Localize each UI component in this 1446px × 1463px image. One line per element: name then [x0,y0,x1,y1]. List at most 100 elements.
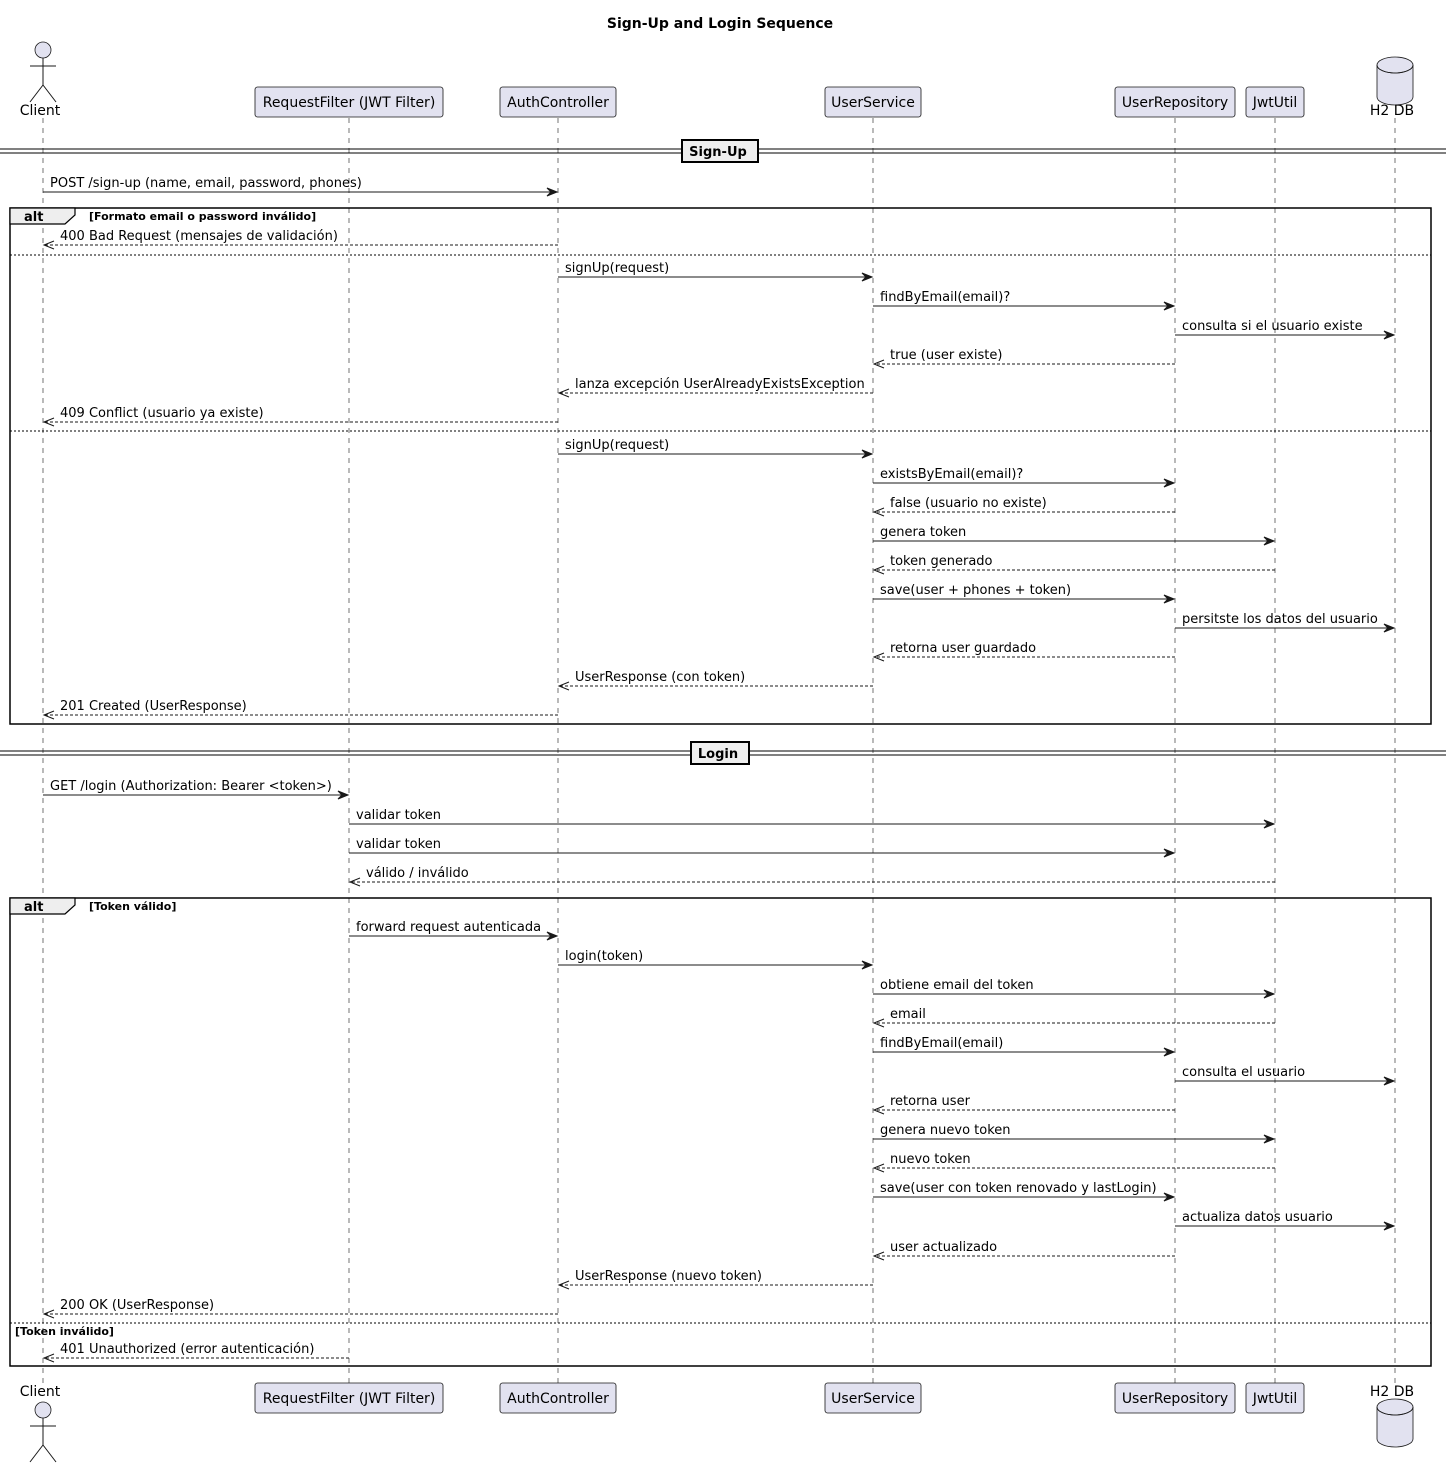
message-label: save(user con token renovado y lastLogin… [880,1181,1157,1196]
participant-label: AuthController [507,95,609,111]
message-arrow: login(token) [558,949,874,970]
message-arrow: true (user existe) [872,348,1175,369]
message-arrow: save(user + phones + token) [873,583,1176,604]
participant-client-bottom: Client [20,1384,61,1463]
message-label: findByEmail(email)? [880,290,1010,305]
message-label: consulta el usuario [1182,1065,1305,1080]
participant-repo-bottom: UserRepository [1114,1382,1236,1414]
alt-label: alt [24,900,43,915]
message-arrow: 401 Unauthorized (error autenticación) [42,1342,349,1363]
alt-frames: alt [Formato email o password inválido] al… [9,207,1432,1367]
message-arrow: existsByEmail(email)? [873,467,1176,488]
message-label: findByEmail(email) [880,1036,1003,1051]
message-label: 201 Created (UserResponse) [60,699,247,714]
message-arrow: GET /login (Authorization: Bearer <token… [43,779,350,800]
participant-box [824,86,922,118]
message-label: validar token [356,808,441,823]
message-arrow: actualiza datos usuario [1175,1210,1396,1231]
message-label: existsByEmail(email)? [880,467,1023,482]
participant-label: RequestFilter (JWT Filter) [263,95,436,111]
message-arrow: false (usuario no existe) [872,496,1175,517]
message-label: validar token [356,837,441,852]
message-arrow: 409 Conflict (usuario ya existe) [42,406,558,427]
message-arrow: user actualizado [872,1240,1175,1261]
message-arrow: retorna user [872,1094,1175,1115]
message-label: 401 Unauthorized (error autenticación) [60,1342,314,1357]
message-label: retorna user [890,1094,971,1109]
message-label: consulta si el usuario existe [1182,319,1363,334]
participant-box [499,1382,617,1414]
message-arrow: forward request autenticada [349,920,559,941]
participant-box [1114,86,1236,118]
message-label: UserResponse (con token) [575,670,745,685]
message-label: 409 Conflict (usuario ya existe) [60,406,264,421]
message-arrow: POST /sign-up (name, email, password, ph… [43,176,559,197]
participant-box [499,86,617,118]
message-label: válido / inválido [366,866,469,881]
message-label: login(token) [565,949,643,964]
message-label: 400 Bad Request (mensajes de validación) [60,229,338,244]
message-label: save(user + phones + token) [880,583,1071,598]
message-label: signUp(request) [565,438,669,453]
divider-label: Sign-Up [689,145,747,160]
message-arrow: retorna user guardado [872,641,1175,662]
participant-label: UserRepository [1122,1391,1228,1407]
message-label: genera nuevo token [880,1123,1011,1138]
participant-box [1245,1382,1305,1414]
message-label: POST /sign-up (name, email, password, ph… [50,176,362,191]
participant-box [1114,1382,1236,1414]
message-label: 200 OK (UserResponse) [60,1298,214,1313]
participant-label: JwtUtil [1252,1391,1298,1407]
actor-icon [29,1401,57,1463]
message-arrow: lanza excepción UserAlreadyExistsExcepti… [557,377,873,398]
message-label: obtiene email del token [880,978,1034,993]
diagram-title: Sign-Up and Login Sequence [607,16,833,32]
message-label: true (user existe) [890,348,1002,363]
message-arrow: genera token [873,525,1276,546]
participant-box [824,1382,922,1414]
message-arrow: validar token [349,808,1276,829]
message-arrow: obtiene email del token [873,978,1276,999]
message-arrow: signUp(request) [558,438,874,459]
message-arrow: genera nuevo token [873,1123,1276,1144]
participant-box [254,86,444,118]
message-arrow: persitste los datos del usuario [1175,612,1396,633]
participant-service-bottom: UserService [824,1382,922,1414]
message-label: actualiza datos usuario [1182,1210,1333,1225]
alt-label: alt [24,210,43,225]
message-label: UserResponse (nuevo token) [575,1269,762,1284]
participant-label: H2 DB [1370,103,1414,119]
message-arrow: email [872,1007,1275,1028]
messages: POST /sign-up (name, email, password, ph… [42,176,1396,1363]
participant-label: Client [20,1384,61,1400]
participant-filter-bottom: RequestFilter (JWT Filter) [254,1382,444,1414]
actor-icon [29,41,57,103]
participant-auth-bottom: AuthController [499,1382,617,1414]
message-label: GET /login (Authorization: Bearer <token… [50,779,332,794]
message-arrow: 201 Created (UserResponse) [42,699,558,720]
participant-label: UserService [831,1391,915,1407]
divider-label: Login [698,747,738,762]
message-label: false (usuario no existe) [890,496,1047,511]
alt-frame: alt[Token válido][Token inválido] [9,897,1432,1367]
message-arrow: consulta si el usuario existe [1175,319,1396,340]
participant-box [1245,86,1305,118]
message-label: signUp(request) [565,261,669,276]
message-label: email [890,1007,926,1022]
participant-label: UserService [831,95,915,111]
alt-guard: [Token inválido] [15,1325,114,1338]
message-arrow: consulta el usuario [1175,1065,1396,1086]
participant-db-bottom: H2 DB [1370,1384,1414,1448]
message-arrow: 200 OK (UserResponse) [42,1298,558,1319]
message-arrow: save(user con token renovado y lastLogin… [873,1181,1176,1202]
alt-guard: [Formato email o password inválido] [89,210,316,223]
message-arrow: token generado [872,554,1275,575]
message-label: token generado [890,554,993,569]
participant-box [254,1382,444,1414]
participant-filter-top: RequestFilter (JWT Filter) [254,86,444,118]
message-label: user actualizado [890,1240,997,1255]
message-arrow: findByEmail(email) [873,1036,1176,1057]
message-arrow: findByEmail(email)? [873,290,1176,311]
participant-jwt-bottom: JwtUtil [1245,1382,1305,1414]
